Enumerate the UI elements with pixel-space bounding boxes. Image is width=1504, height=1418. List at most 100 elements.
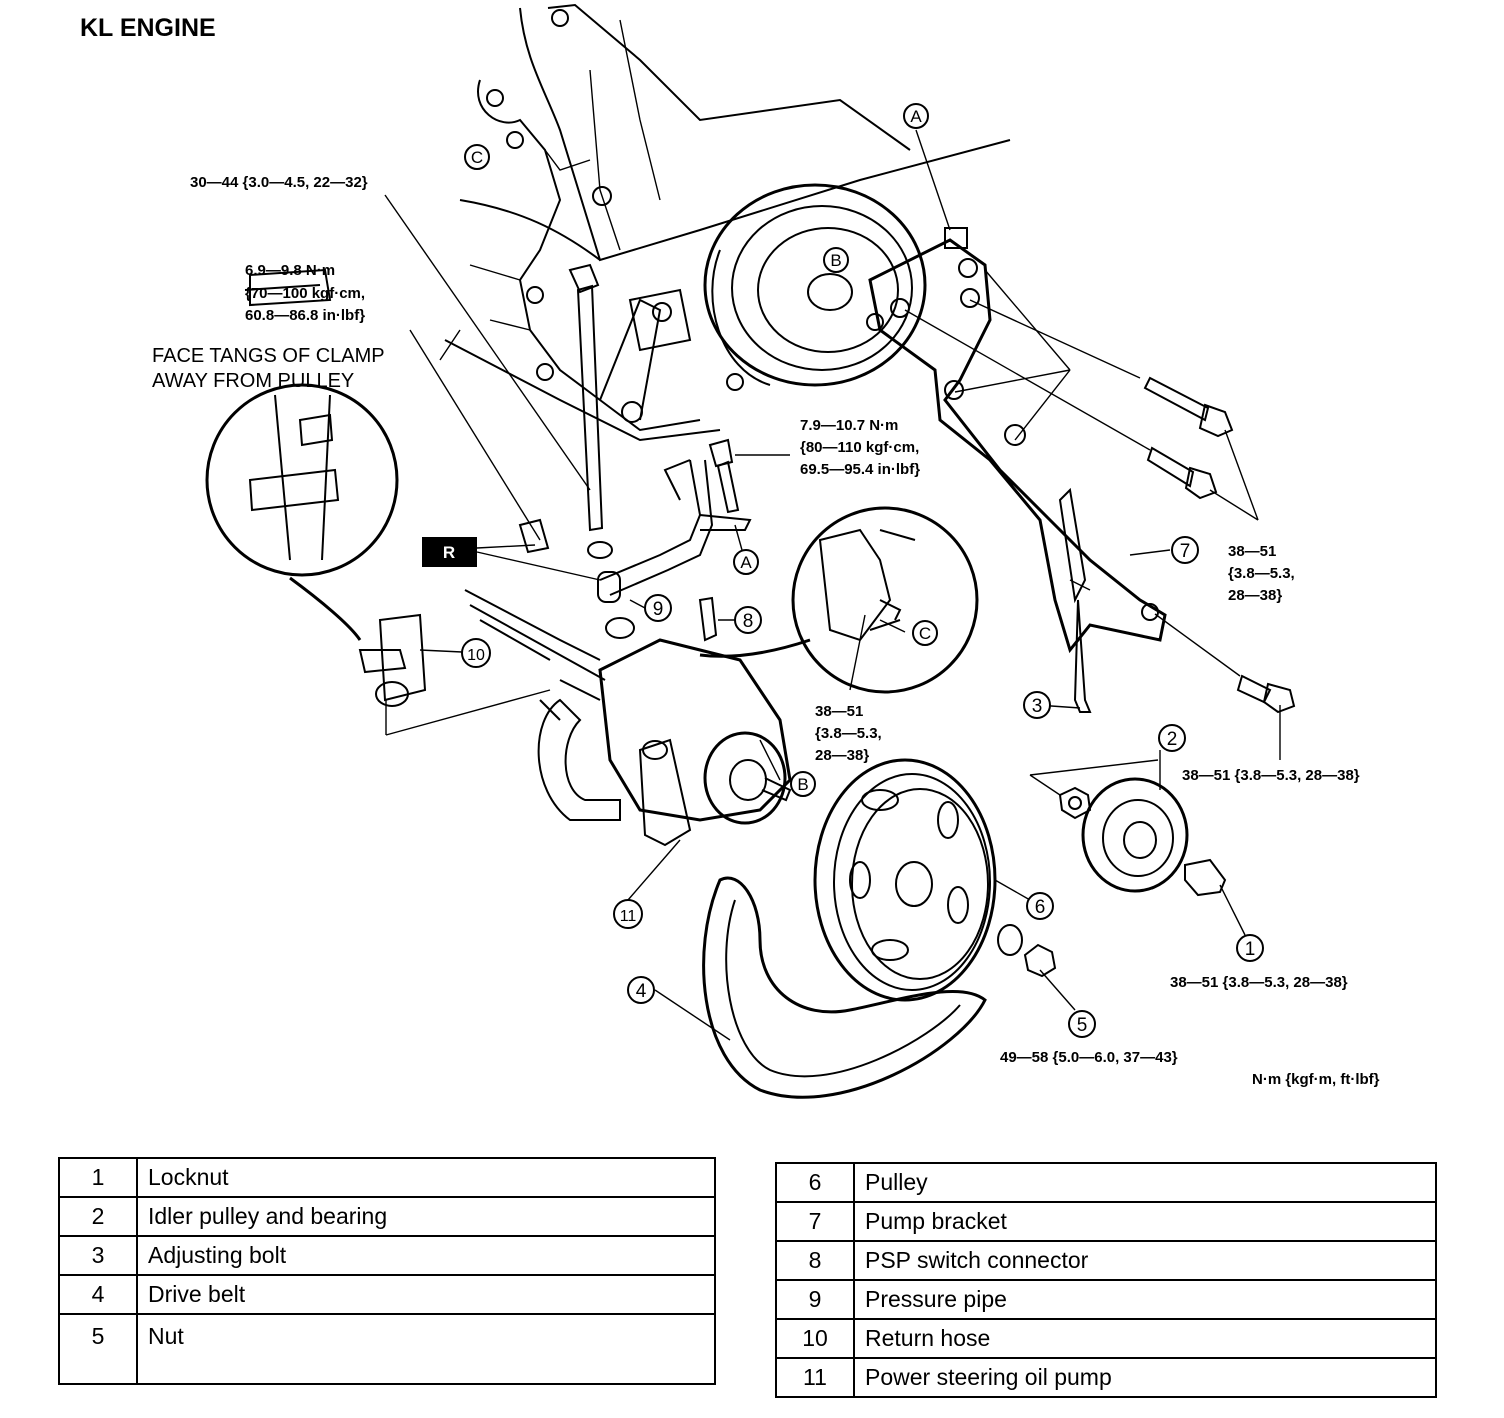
callout-11: 11 bbox=[613, 899, 643, 929]
callout-1: 1 bbox=[1236, 934, 1264, 962]
engine-pulley bbox=[703, 183, 927, 387]
svg-text:28—38}: 28—38} bbox=[1228, 587, 1282, 604]
legend-number: 11 bbox=[775, 1357, 855, 1398]
bracket-bolts bbox=[904, 269, 1296, 714]
legend-number: 10 bbox=[775, 1318, 855, 1359]
legend-row: 10 Return hose bbox=[775, 1318, 1437, 1359]
callout-6: 6 bbox=[1026, 892, 1054, 920]
callout-5: 5 bbox=[1068, 1010, 1096, 1038]
svg-text:6.9—9.8 N·m: 6.9—9.8 N·m bbox=[245, 262, 335, 279]
legend-row: 4 Drive belt bbox=[58, 1274, 716, 1315]
torque-spec-1: 30—44 {3.0—4.5, 22—32} bbox=[190, 174, 368, 191]
svg-text:28—38}: 28—38} bbox=[815, 747, 869, 764]
engine-block bbox=[439, 3, 1011, 442]
detail-clamp bbox=[205, 268, 399, 641]
svg-text:38—51: 38—51 bbox=[815, 703, 863, 720]
clamp-note: FACE TANGS OF CLAMP AWAY FROM PULLEY bbox=[152, 345, 385, 392]
svg-text:1: 1 bbox=[1245, 939, 1256, 960]
svg-text:A: A bbox=[910, 107, 922, 126]
legend-row: 5 Nut bbox=[58, 1313, 716, 1385]
svg-text:R: R bbox=[443, 543, 455, 562]
legend-row: 2 Idler pulley and bearing bbox=[58, 1196, 716, 1237]
parts-legend-left: 1 Locknut 2 Idler pulley and bearing 3 A… bbox=[58, 1157, 716, 1385]
parts-legend-right: 6 Pulley 7 Pump bracket 8 PSP switch con… bbox=[775, 1162, 1437, 1398]
legend-number: 8 bbox=[775, 1240, 855, 1281]
torque-spec-3: 7.9—10.7 N·m {80—110 kgf·cm, 69.5—95.4 i… bbox=[800, 417, 920, 478]
legend-part-name: Drive belt bbox=[136, 1274, 716, 1315]
torque-units: N·m {kgf·m, ft·lbf} bbox=[1252, 1071, 1380, 1088]
leader-lines bbox=[384, 129, 1281, 1041]
detail-psp-switch bbox=[698, 506, 979, 694]
svg-text:10: 10 bbox=[467, 647, 485, 664]
power-steering-pump bbox=[537, 638, 792, 847]
svg-text:B: B bbox=[797, 775, 808, 794]
svg-text:4: 4 bbox=[636, 981, 647, 1002]
legend-part-name: Nut bbox=[136, 1313, 716, 1385]
drive-belt bbox=[702, 876, 987, 1099]
legend-number: 9 bbox=[775, 1279, 855, 1320]
legend-part-name: Pulley bbox=[853, 1162, 1437, 1203]
svg-text:{70—100 kgf·cm,: {70—100 kgf·cm, bbox=[245, 285, 365, 302]
torque-spec-7: 38—51 {3.8—5.3, 28—38} bbox=[1170, 974, 1348, 991]
legend-part-name: PSP switch connector bbox=[853, 1240, 1437, 1281]
torque-spec-6: 38—51 {3.8—5.3, 28—38} bbox=[1182, 767, 1360, 784]
legend-row: 8 PSP switch connector bbox=[775, 1240, 1437, 1281]
svg-text:2: 2 bbox=[1167, 729, 1178, 750]
callout-a-lower: A bbox=[733, 549, 759, 575]
svg-text:FACE TANGS OF CLAMP: FACE TANGS OF CLAMP bbox=[152, 345, 385, 367]
legend-row: 9 Pressure pipe bbox=[775, 1279, 1437, 1320]
svg-text:5: 5 bbox=[1077, 1015, 1088, 1036]
legend-number: 7 bbox=[775, 1201, 855, 1242]
pump-bracket bbox=[866, 227, 1167, 654]
legend-row: 6 Pulley bbox=[775, 1162, 1437, 1203]
legend-row: 3 Adjusting bolt bbox=[58, 1235, 716, 1276]
svg-text:{3.8—5.3,: {3.8—5.3, bbox=[815, 725, 882, 742]
svg-text:7.9—10.7 N·m: 7.9—10.7 N·m bbox=[800, 417, 898, 434]
bolts-top-left bbox=[518, 263, 740, 554]
legend-number: 6 bbox=[775, 1162, 855, 1203]
callout-2: 2 bbox=[1158, 724, 1186, 752]
legend-number: 5 bbox=[58, 1313, 138, 1385]
svg-text:60.8—86.8 in·lbf}: 60.8—86.8 in·lbf} bbox=[245, 307, 365, 324]
legend-part-name: Adjusting bolt bbox=[136, 1235, 716, 1276]
legend-number: 3 bbox=[58, 1235, 138, 1276]
callout-c-top: C bbox=[464, 144, 490, 170]
callout-4: 4 bbox=[627, 976, 655, 1004]
legend-number: 2 bbox=[58, 1196, 138, 1237]
callout-3: 3 bbox=[1023, 691, 1051, 719]
svg-text:{80—110 kgf·cm,: {80—110 kgf·cm, bbox=[800, 439, 919, 456]
svg-text:B: B bbox=[830, 251, 841, 270]
adjusting-bolt bbox=[1069, 579, 1092, 713]
legend-part-name: Pressure pipe bbox=[853, 1279, 1437, 1320]
svg-text:3: 3 bbox=[1032, 696, 1043, 717]
callout-b-lower: B bbox=[790, 771, 816, 797]
svg-text:A: A bbox=[740, 553, 752, 572]
torque-spec-5: 38—51 {3.8—5.3, 28—38} bbox=[1228, 543, 1295, 604]
torque-spec-8: 49—58 {5.0—6.0, 37—43} bbox=[1000, 1049, 1178, 1066]
legend-row: 7 Pump bracket bbox=[775, 1201, 1437, 1242]
legend-part-name: Return hose bbox=[853, 1318, 1437, 1359]
callout-b-top: B bbox=[823, 247, 849, 273]
callout-10: 10 bbox=[461, 638, 491, 668]
svg-text:69.5—95.4 in·lbf}: 69.5—95.4 in·lbf} bbox=[800, 461, 920, 478]
torque-spec-4: 38—51 {3.8—5.3, 28—38} bbox=[815, 703, 882, 764]
svg-text:11: 11 bbox=[620, 908, 637, 925]
svg-text:AWAY FROM PULLEY: AWAY FROM PULLEY bbox=[152, 370, 354, 392]
legend-part-name: Pump bracket bbox=[853, 1201, 1437, 1242]
svg-text:9: 9 bbox=[653, 599, 664, 620]
callout-8: 8 bbox=[734, 606, 762, 634]
svg-text:C: C bbox=[919, 624, 931, 643]
torque-spec-2: 6.9—9.8 N·m {70—100 kgf·cm, 60.8—86.8 in… bbox=[245, 262, 365, 324]
legend-part-name: Locknut bbox=[136, 1157, 716, 1198]
callout-9: 9 bbox=[644, 594, 672, 622]
return-hose-clamp bbox=[358, 613, 551, 736]
pump-pulley bbox=[813, 758, 1057, 1002]
idler-pulley bbox=[1029, 759, 1227, 897]
svg-text:{3.8—5.3,: {3.8—5.3, bbox=[1228, 565, 1295, 582]
svg-text:6: 6 bbox=[1035, 897, 1046, 918]
pressure-pipe-hoses bbox=[464, 459, 752, 681]
svg-text:7: 7 bbox=[1180, 541, 1191, 562]
svg-text:38—51: 38—51 bbox=[1228, 543, 1276, 560]
legend-part-name: Idler pulley and bearing bbox=[136, 1196, 716, 1237]
